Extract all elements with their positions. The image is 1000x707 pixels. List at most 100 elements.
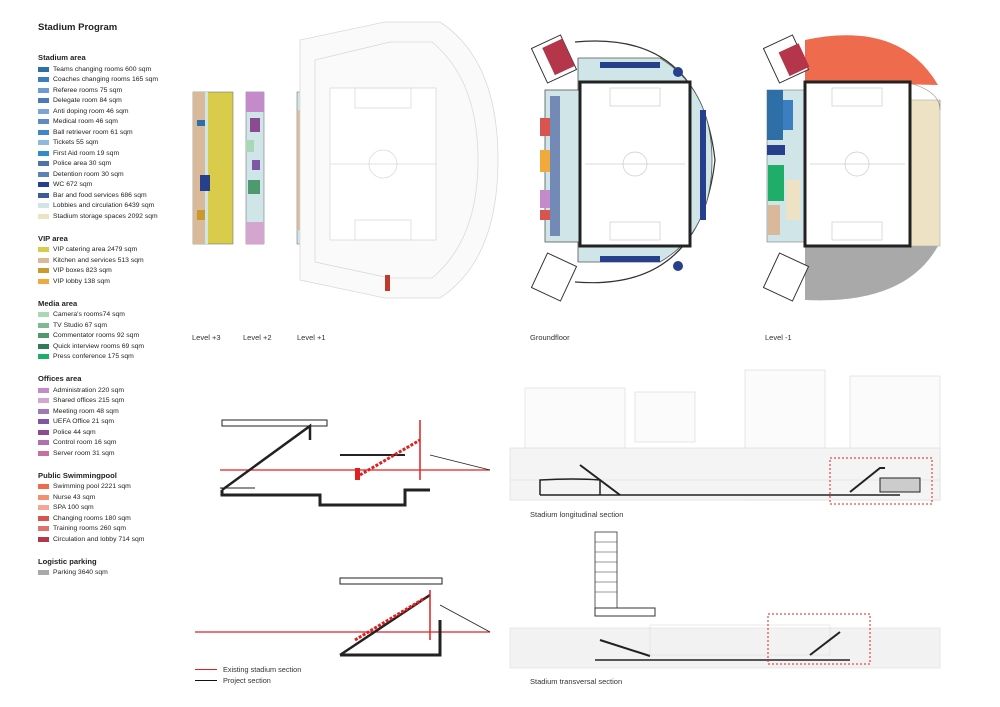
legend-swatch [38,440,49,446]
legend-item-label: Server room 31 sqm [53,449,115,457]
legend-item-label: Administration 220 sqm [53,386,125,394]
legend-item-label: Changing rooms 180 sqm [53,514,131,522]
legend-swatch [38,192,49,198]
legend-item-label: Coaches changing rooms 165 sqm [53,76,159,84]
legend-item: Camera's rooms74 sqm [38,310,188,321]
level-2-plan [245,91,265,245]
legend-swatch [38,98,49,104]
red-marker [385,275,390,291]
legend-item: Press conference 175 sqm [38,352,188,363]
legend-swatch [38,257,49,263]
legend-item: Administration 220 sqm [38,385,188,396]
legend-item-label: Police 44 sqm [53,428,96,436]
legend-item-label: WC 672 sqm [53,181,93,189]
legend-item: Ball retriever room 61 sqm [38,127,188,138]
legend-title: Stadium Program [38,22,118,33]
legend-item: Anti doping room 46 sqm [38,106,188,117]
legend-swatch [38,343,49,349]
legend-item-label: Control room 16 sqm [53,439,117,447]
legend-swatch [38,526,49,532]
legend-group-title: Logistic parking [38,556,97,566]
legend-item-label: Police area 30 sqm [53,160,112,168]
section-legend: Existing stadium section Project section [195,664,301,686]
legend-swatch [38,278,49,284]
legend-item-label: Swimming pool 2221 sqm [53,483,131,491]
label-transversal-section: Stadium transversal section [530,677,623,686]
legend-item: SPA 100 sqm [38,503,188,514]
legend-item-label: Shared offices 215 sqm [53,397,125,405]
legend-swatch [38,429,49,435]
legend-swatch [38,398,49,404]
legend-swatch [38,570,49,576]
legend-swatch [38,66,49,72]
legend-swatch [38,505,49,511]
longitudinal-section-lines [539,457,933,505]
legend-item-label: Meeting room 48 sqm [53,407,119,415]
legend-swatch [38,182,49,188]
section-detail-lower [195,577,491,657]
legend-swatch [38,333,49,339]
longitudinal-section [509,369,941,501]
legend-item: Circulation and lobby 714 sqm [38,534,188,545]
legend-item: Delegate room 84 sqm [38,96,188,107]
legend-existing-section: Existing stadium section [195,664,301,675]
legend-item-label: Teams changing rooms 600 sqm [53,65,152,73]
legend-item: Referee rooms 75 sqm [38,85,188,96]
legend-item: VIP lobby 138 sqm [38,276,188,287]
legend-item-label: Lobbies and circulation 6439 sqm [53,202,155,210]
legend-swatch [38,322,49,328]
legend-item-label: SPA 100 sqm [53,504,94,512]
legend-item: Swimming pool 2221 sqm [38,482,188,493]
legend-swatch [38,119,49,125]
ghost-stadium-plan [299,21,499,299]
legend-item-label: TV Studio 67 sqm [53,321,108,329]
transversal-section [509,531,941,669]
legend-item-label: Parking 3640 sqm [53,569,108,577]
legend-item: WC 672 sqm [38,180,188,191]
legend-swatch [38,213,49,219]
legend-item: Coaches changing rooms 165 sqm [38,75,188,86]
legend-group-title: Public Swimmingpool [38,470,117,480]
label-longitudinal-section: Stadium longitudinal section [530,510,624,519]
legend-item-label: Press conference 175 sqm [53,353,134,361]
legend-item: Bar and food services 686 sqm [38,190,188,201]
legend-swatch [38,268,49,274]
legend-swatch [38,247,49,253]
legend-swatch [38,515,49,521]
legend-item-label: Circulation and lobby 714 sqm [53,535,145,543]
level-3-plan [192,91,234,245]
legend-item-label: Bar and food services 686 sqm [53,191,147,199]
project-line-swatch [195,680,217,681]
legend-item-label: First Aid room 19 sqm [53,149,120,157]
legend-group-title: Media area [38,298,78,308]
legend-swatch [38,161,49,167]
legend-item-label: VIP boxes 823 sqm [53,267,112,275]
legend-group-title: Stadium area [38,53,86,62]
groundfloor-plan [530,34,716,302]
legend-swatch [38,129,49,135]
legend-item-label: Camera's rooms74 sqm [53,311,125,319]
legend-swatch [38,150,49,156]
legend-swatch [38,312,49,318]
legend-swatch [38,450,49,456]
legend-swatch [38,494,49,500]
section-detail-upper [220,419,491,507]
legend-item-label: Referee rooms 75 sqm [53,86,123,94]
legend-item: Parking 3640 sqm [38,568,188,579]
legend-swatch [38,171,49,177]
legend-swatch [38,387,49,393]
legend-item: Changing rooms 180 sqm [38,513,188,524]
legend-swatch [38,419,49,425]
label-level-2: Level +2 [243,333,272,342]
legend-item-label: Detention room 30 sqm [53,170,124,178]
legend-swatch [38,484,49,490]
legend-item: Training rooms 260 sqm [38,524,188,535]
legend-item: Shared offices 215 sqm [38,396,188,407]
legend-item: Police area 30 sqm [38,159,188,170]
legend-item-label: Delegate room 84 sqm [53,97,122,105]
